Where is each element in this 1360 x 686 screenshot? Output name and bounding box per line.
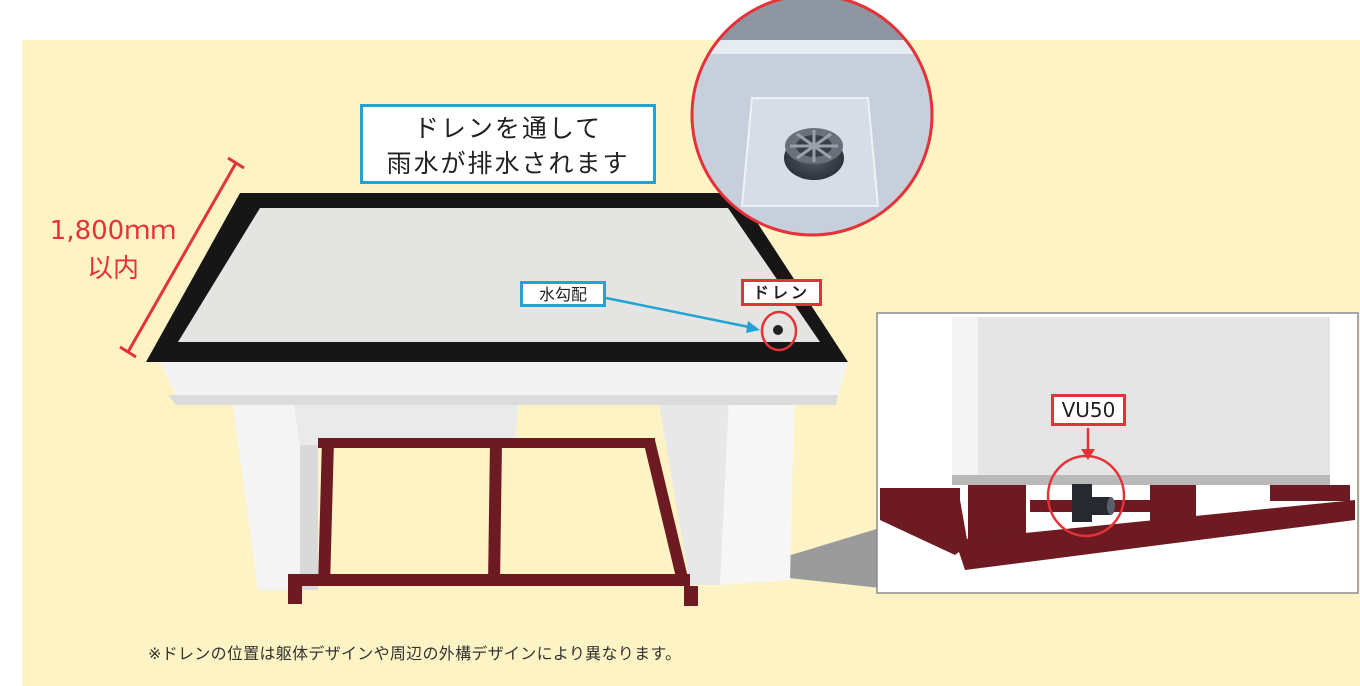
drain-note-line2: 雨水が排水されます: [386, 149, 630, 178]
drain-closeup: [692, 0, 932, 235]
pipe-size-label: VU50: [1051, 394, 1126, 426]
left-leg: [230, 385, 300, 590]
drain-explanation-callout: ドレンを通して 雨水が排水されます: [360, 104, 656, 184]
drain-highlight-circle: [760, 310, 798, 352]
water-slope-label: 水勾配: [520, 281, 606, 307]
footnote: ※ドレンの位置は躯体デザインや周辺の外構デザインにより異なります。: [148, 644, 682, 663]
drain-hole: [773, 325, 783, 335]
dimension-length: 1,800ｍｍ: [49, 216, 177, 246]
steel-frame: [288, 438, 698, 606]
right-leg: [655, 380, 730, 585]
pipe-closeup-inset: [876, 312, 1359, 594]
table-top-face: [160, 362, 848, 395]
dimension-limit: 以内: [86, 254, 139, 284]
drain-label: ドレン: [741, 279, 822, 306]
dimension-label: 1,800ｍｍ 以内: [28, 212, 198, 288]
drain-note-line1: ドレンを通して: [413, 114, 603, 143]
dimension-line: [119, 156, 245, 359]
